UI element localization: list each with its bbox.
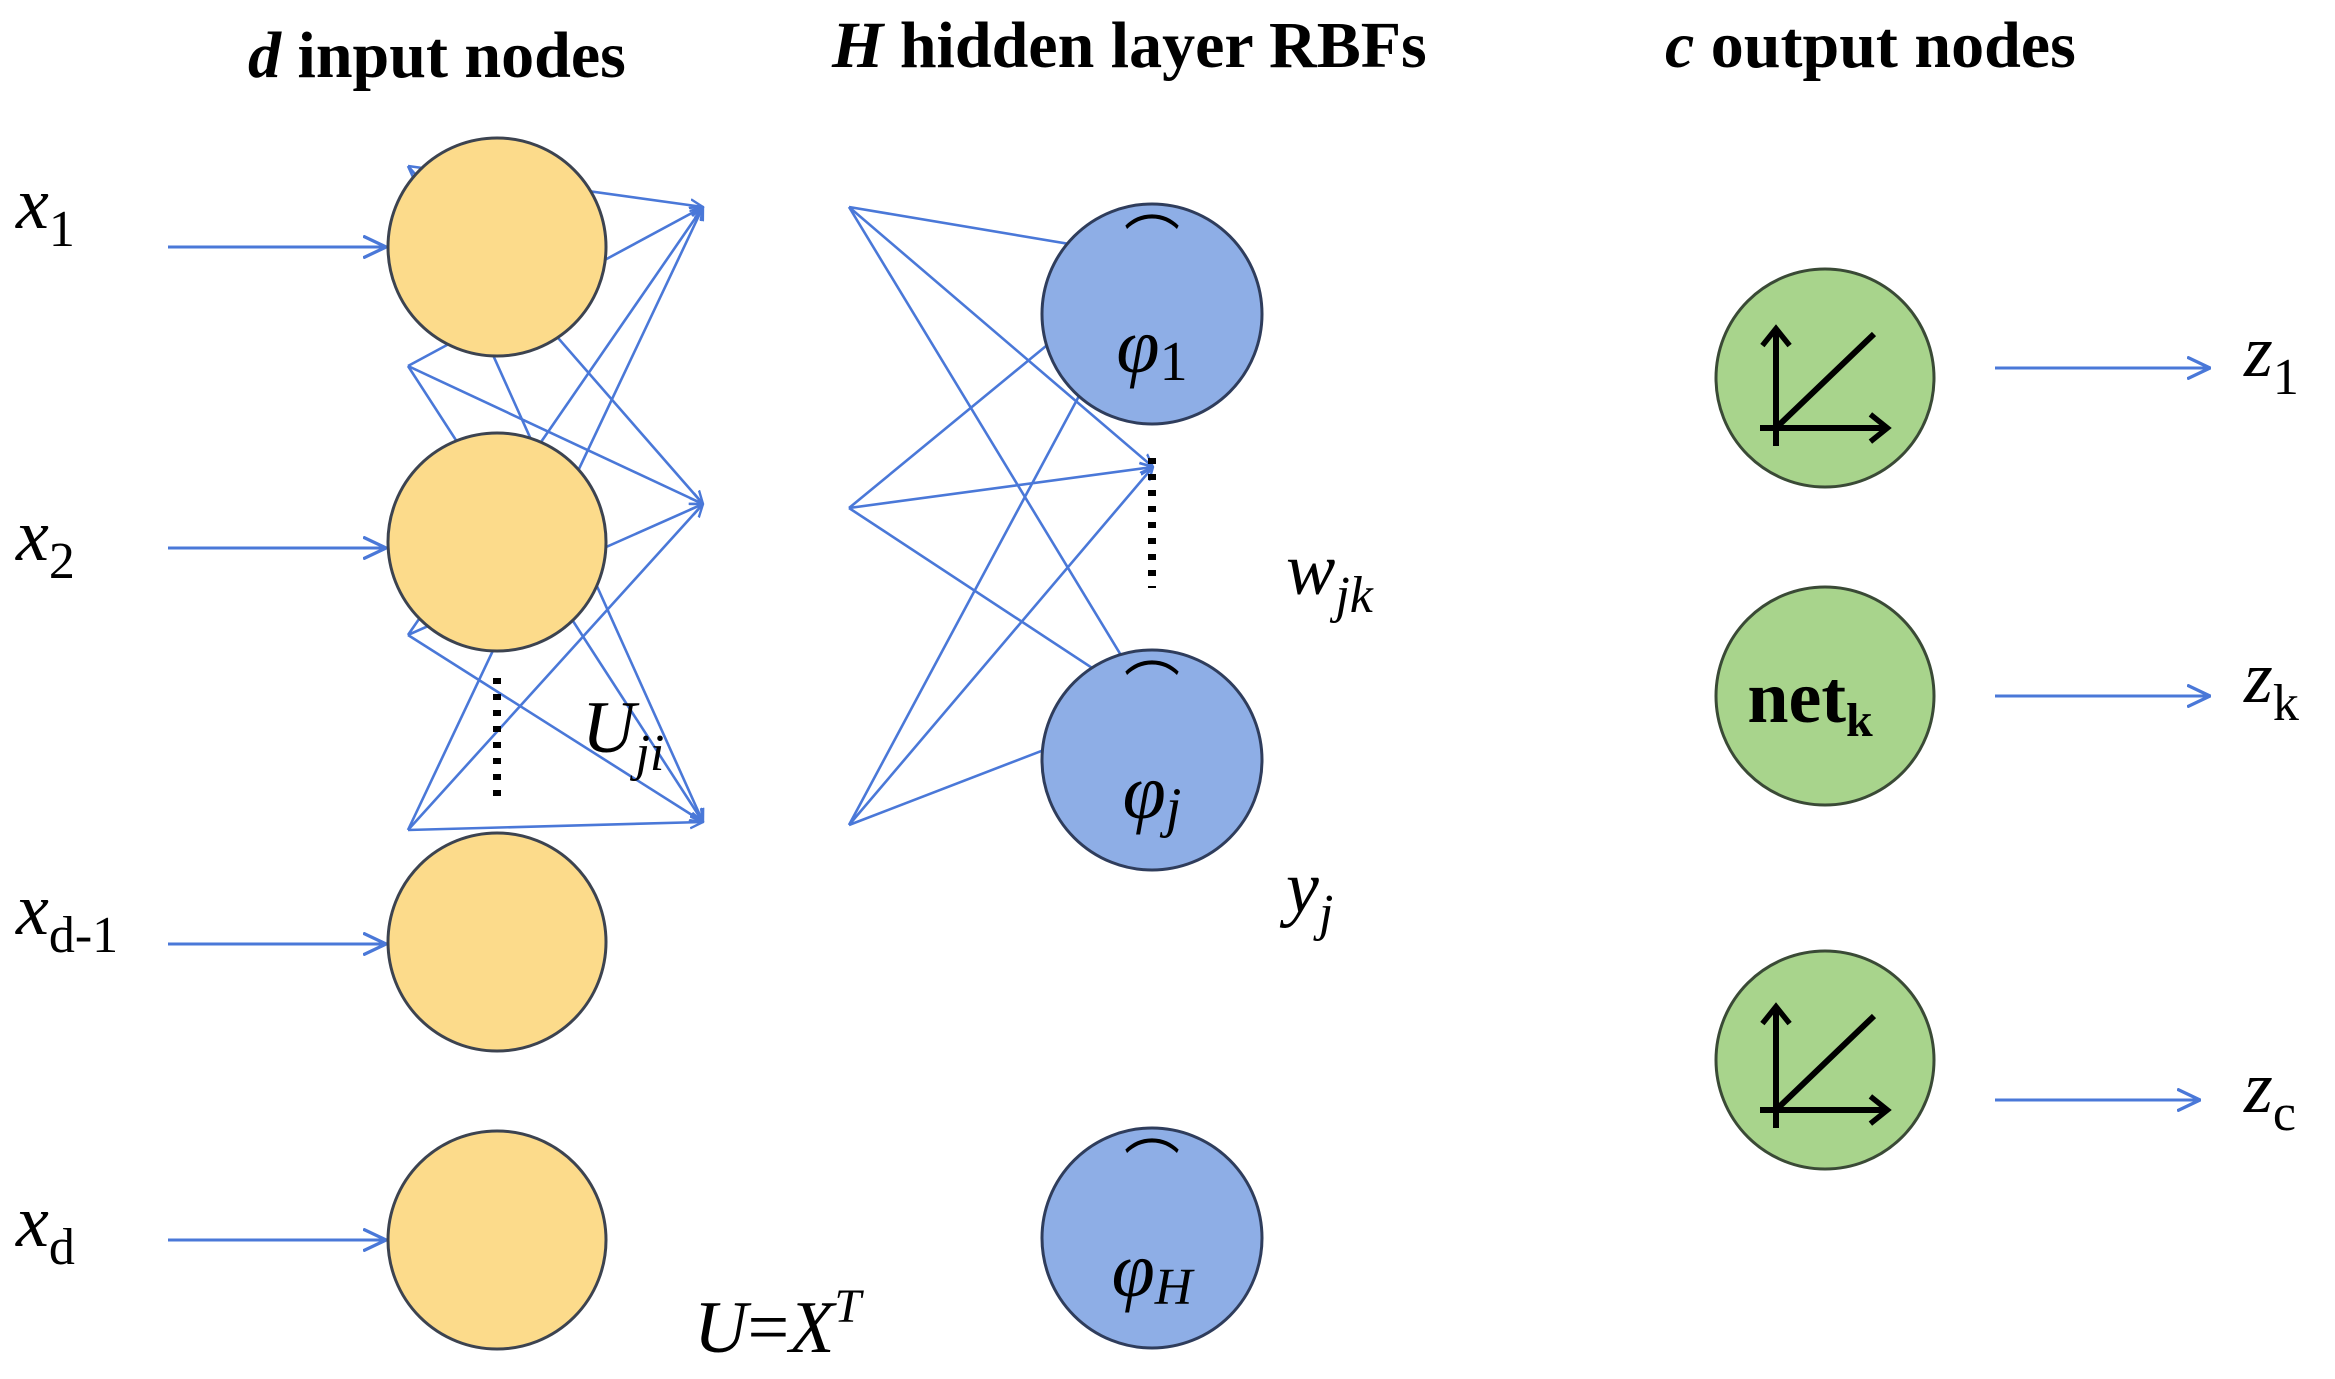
edge-x2-phij	[407, 364, 703, 504]
header-input-text: input nodes	[281, 19, 626, 92]
label-xd: xd	[15, 1181, 75, 1276]
input-node-x1	[386, 136, 608, 358]
formula-u: U	[694, 1287, 752, 1369]
label-x1-base: x	[15, 163, 49, 245]
label-xd1-base: x	[15, 869, 49, 951]
header-output-var: c	[1665, 9, 1694, 82]
output-layer: netk	[1714, 267, 1936, 1171]
header-hidden-layer: H hidden layer RBFs	[831, 9, 1427, 82]
label-z1-base: z	[2243, 311, 2273, 393]
output-node-k	[1714, 585, 1936, 807]
phiH-label: φH	[1112, 1226, 1195, 1316]
formula-x: X	[786, 1287, 837, 1369]
input-labels: x1 x2 xd-1 xd	[15, 163, 118, 1276]
label-z1-sub: 1	[2273, 349, 2299, 406]
label-u-base: U	[582, 687, 640, 769]
input-node-xd1	[386, 831, 608, 1053]
output-labels: z1 zk zc	[2243, 311, 2299, 1142]
label-zk-base: z	[2243, 637, 2273, 719]
label-y-sub: j	[1313, 885, 1333, 942]
input-node-x2	[386, 431, 608, 653]
phij-cap: ⌒	[1124, 659, 1180, 721]
edge-phi1-outk	[848, 206, 1153, 467]
hidden-layer: ⌒ φ1 ⌒ φj ⌒ φH	[1040, 202, 1264, 1350]
label-xd1-sub: d-1	[49, 907, 118, 964]
label-w-sub: jk	[1329, 567, 1373, 624]
header-input-nodes: d input nodes	[248, 19, 626, 92]
net-label: netk	[1747, 657, 1873, 747]
hidden-node-phij	[1040, 648, 1264, 872]
label-w-base: w	[1286, 529, 1335, 611]
label-x2: x2	[15, 495, 75, 590]
label-y-j: yj	[1279, 847, 1333, 942]
header-hidden-text: hidden layer RBFs	[883, 9, 1426, 82]
formula-eq: =	[747, 1287, 789, 1369]
label-x2-base: x	[15, 495, 49, 577]
label-u-ji: Uji	[582, 687, 664, 782]
label-xd1: xd-1	[15, 869, 118, 964]
edge-phij-outk	[848, 467, 1153, 510]
edge-phi1-outc	[847, 206, 1153, 708]
phi1-cap: ⌒	[1124, 213, 1180, 275]
label-u-eq-xt: U=XT	[694, 1280, 864, 1369]
header-output-text: output nodes	[1694, 9, 2075, 82]
formula-sup: T	[834, 1280, 864, 1333]
label-zc-base: z	[2243, 1047, 2273, 1129]
net-sub: k	[1846, 694, 1873, 747]
output-arrows	[1995, 368, 2210, 1100]
phij-sub: j	[1160, 777, 1182, 839]
edge-phiH-outk	[848, 467, 1153, 826]
edge-xd1-phiH	[407, 633, 703, 822]
phij-label: φj	[1123, 748, 1182, 839]
label-w-jk: wjk	[1286, 529, 1374, 624]
linear-activation-icon	[1760, 1002, 1892, 1128]
phij-symbol: φ	[1123, 748, 1166, 835]
weight-labels: Uji wjk yj U=XT	[582, 529, 1374, 1369]
label-x1-sub: 1	[49, 201, 75, 258]
label-y-base: y	[1279, 847, 1319, 929]
phi1-label: φ1	[1116, 302, 1187, 393]
label-z1: z1	[2243, 311, 2299, 406]
label-xd-base: x	[15, 1181, 49, 1263]
input-arrows	[168, 247, 386, 1240]
phi1-symbol: φ	[1116, 302, 1159, 389]
input-layer	[386, 136, 608, 1351]
header-hidden-var: H	[831, 9, 886, 82]
edge-xd-phij	[407, 504, 703, 831]
linear-activation-icon	[1760, 324, 1892, 446]
phi1-sub: 1	[1160, 331, 1188, 393]
header-output-nodes: c output nodes	[1665, 9, 2076, 82]
hidden-node-phi1	[1040, 202, 1264, 426]
net-text: net	[1747, 657, 1846, 739]
label-u-sub: ji	[629, 725, 664, 782]
phiH-cap: ⌒	[1124, 1137, 1180, 1199]
phiH-symbol: φ	[1112, 1226, 1155, 1313]
input-node-xd	[386, 1129, 608, 1351]
header-input-var: d	[248, 19, 282, 92]
label-zk: zk	[2243, 637, 2299, 732]
edge-xd-phiH	[407, 822, 703, 832]
label-x1: x1	[15, 163, 75, 258]
label-zc-sub: c	[2273, 1085, 2296, 1142]
label-zk-sub: k	[2273, 675, 2299, 732]
label-x2-sub: 2	[49, 533, 75, 590]
phiH-sub: H	[1154, 1259, 1195, 1316]
label-zc: zc	[2243, 1047, 2296, 1142]
hidden-node-phiH	[1040, 1126, 1264, 1350]
label-xd-sub: d	[49, 1219, 75, 1276]
